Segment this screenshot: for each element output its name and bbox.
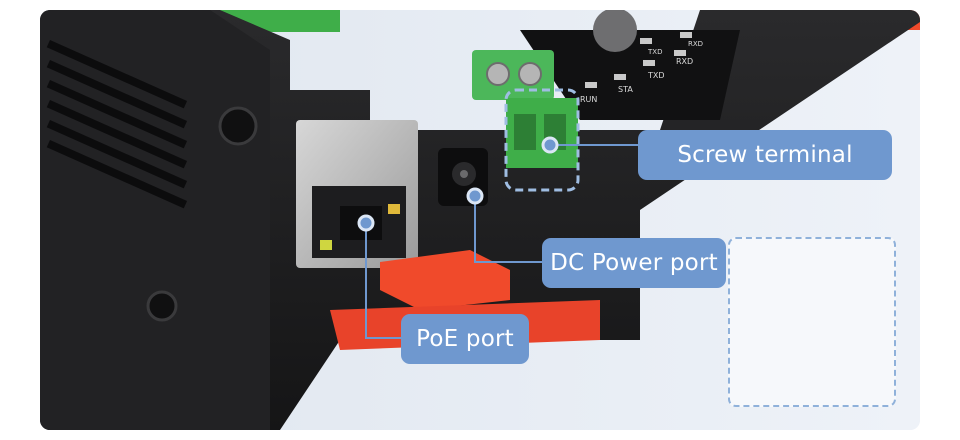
led-label-run: RUN — [580, 95, 597, 104]
capacitor — [593, 10, 637, 52]
screw-hole — [218, 106, 258, 146]
rj45-port — [296, 120, 418, 268]
callout-dc-power-port: DC Power port — [542, 238, 726, 288]
callout-screw-terminal: Screw terminal — [638, 130, 892, 180]
dc-power-jack — [438, 148, 488, 206]
housing-side — [40, 10, 270, 430]
terminal-highlight — [504, 88, 580, 192]
led-label-rxd-top: RXD — [688, 40, 703, 48]
vent-slots — [46, 39, 188, 209]
callout-poe-port: PoE port — [401, 314, 529, 364]
led-label-txd: TXD — [647, 71, 665, 80]
screw-terminal — [472, 50, 578, 168]
screw-hole — [146, 290, 178, 322]
device-photo: RUN STA TXD RXD TXD RXD — [40, 10, 920, 430]
product-photo-card: RUN STA TXD RXD TXD RXD — [40, 10, 920, 430]
led-label-rxd: RXD — [676, 57, 693, 66]
led-label-sta: STA — [618, 85, 633, 94]
din-rail-clip — [380, 250, 510, 310]
led-indicators — [585, 32, 692, 88]
adapter-inset-frame — [728, 237, 896, 407]
led-label-txd-top: TXD — [647, 48, 662, 56]
